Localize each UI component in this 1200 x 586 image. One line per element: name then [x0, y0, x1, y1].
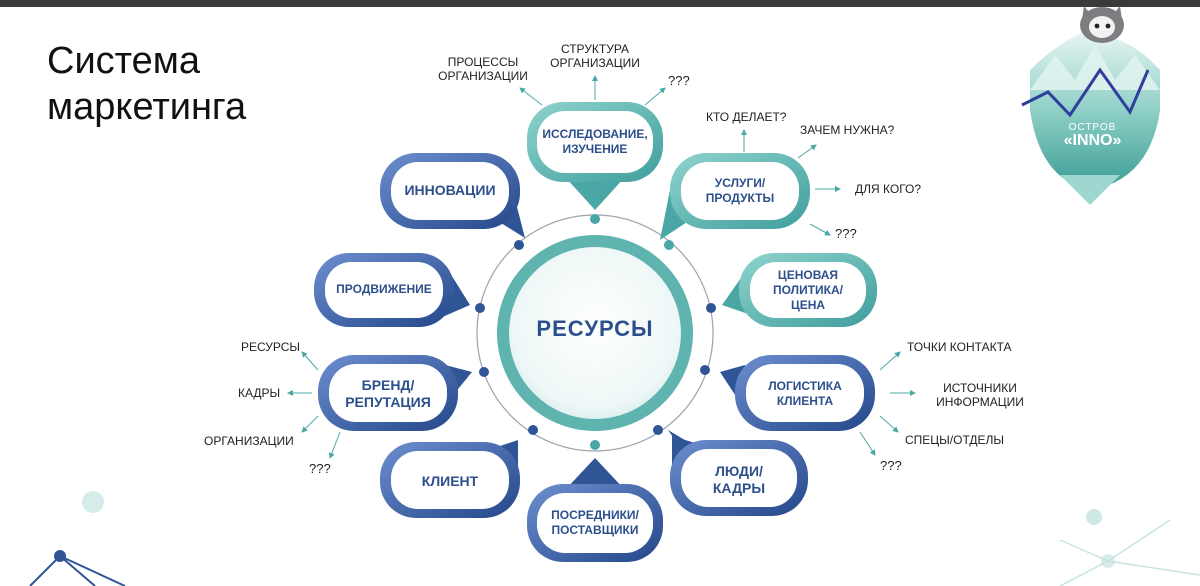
annotation-research-q: ??? [668, 73, 690, 88]
annotation-for-whom: ДЛЯ КОГО? [855, 182, 922, 196]
node-intermediaries-label: ПОСРЕДНИКИ/ ПОСТАВЩИКИ [551, 508, 639, 537]
node-pricing-label: ЦЕНОВАЯ ПОЛИТИКА/ ЦЕНА [773, 268, 843, 312]
node-research-label: ИССЛЕДОВАНИЕ, ИЗУЧЕНИЕ [542, 127, 648, 156]
ring-dots [475, 214, 716, 450]
annotation-staff: КАДРЫ [238, 386, 281, 400]
node-innovation-label: ИННОВАЦИИ [404, 182, 496, 198]
annotation-who: КТО ДЕЛАЕТ? [706, 110, 787, 124]
node-brand [318, 355, 472, 431]
node-people-label: ЛЮДИ/ КАДРЫ [712, 463, 766, 496]
top-bar [0, 0, 1200, 7]
title-line-1: Система [47, 40, 201, 82]
annotation-specialists: СПЕЦЫ/ОТДЕЛЫ [905, 433, 1005, 447]
center-label: РЕСУРСЫ [536, 316, 654, 341]
node-innovation [380, 153, 525, 238]
title-line-2: маркетинга [47, 86, 247, 128]
decoration-left [29, 491, 126, 586]
annotation-services-q: ??? [835, 226, 857, 241]
node-promotion [314, 253, 470, 327]
annotation-processes: ПРОЦЕССЫ ОРГАНИЗАЦИИ [438, 55, 528, 83]
center-circle-inner [509, 247, 681, 419]
annotation-contact-points: ТОЧКИ КОНТАКТА [907, 340, 1012, 354]
node-pricing [722, 253, 877, 327]
annotation-info-sources: ИСТОЧНИКИ ИНФОРМАЦИИ [936, 381, 1024, 409]
decoration-right [1059, 509, 1200, 586]
node-promotion-label: ПРОДВИЖЕНИЕ [336, 282, 432, 296]
logo-line-2: «INNO» [1063, 132, 1122, 149]
node-services-label: УСЛУГИ/ ПРОДУКТЫ [705, 176, 775, 205]
annotation-structure: СТРУКТУРА ОРГАНИЗАЦИИ [550, 42, 640, 70]
node-brand-label: БРЕНД/ РЕПУТАЦИЯ [345, 377, 431, 410]
logo-inno-island [1021, 6, 1160, 205]
node-services [660, 153, 810, 240]
node-research [527, 102, 663, 210]
page-title: Система маркетинга [47, 38, 246, 130]
annotation-organizations: ОРГАНИЗАЦИИ [204, 434, 294, 448]
node-people [668, 430, 808, 516]
node-client-label: КЛИЕНТ [421, 473, 479, 489]
annotation-brand-q: ??? [309, 461, 331, 476]
annotation-resources: РЕСУРСЫ [241, 340, 301, 354]
node-client [380, 440, 520, 518]
annotation-why: ЗАЧЕМ НУЖНА? [800, 123, 895, 137]
node-intermediaries [527, 458, 663, 562]
annotation-arrows [287, 75, 916, 459]
annotation-logistics-q: ??? [880, 458, 902, 473]
node-logistics [720, 355, 875, 431]
node-logistics-label: ЛОГИСТИКА КЛИЕНТА [768, 379, 842, 408]
logo-line-1: ОСТРОВ [1068, 122, 1117, 133]
